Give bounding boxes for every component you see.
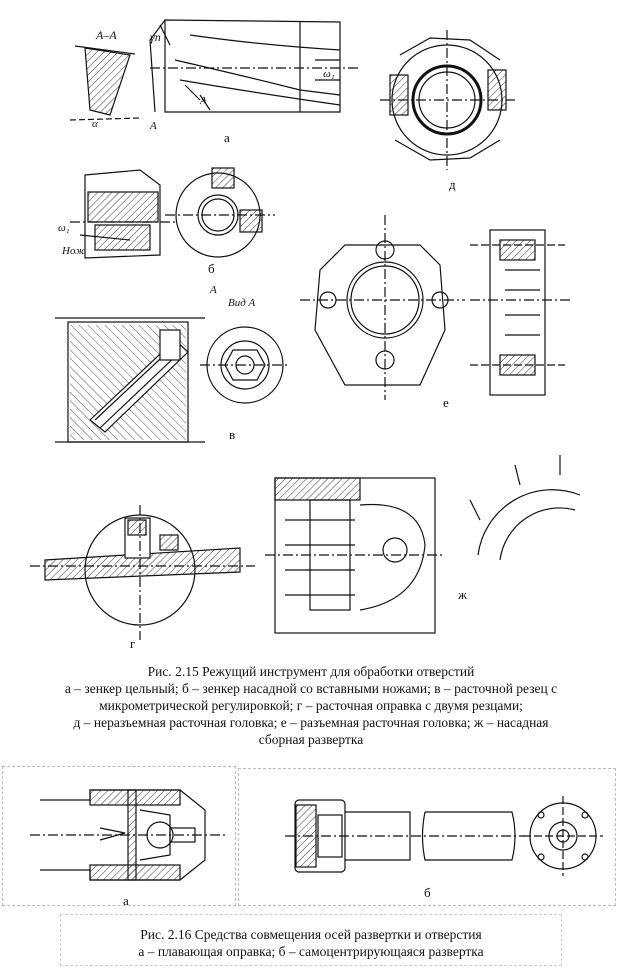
figure-2-15-drawing xyxy=(30,19,581,640)
figure-2-16b-frame xyxy=(238,768,616,906)
figure-2-15-caption-title: Рис. 2.15 Режущий инструмент для обработ… xyxy=(147,664,475,679)
panel-label-a: а xyxy=(224,130,230,145)
arrow-label-a1: А xyxy=(200,95,207,107)
figure-2-16-caption-frame xyxy=(60,914,562,966)
panel-e-split-head xyxy=(300,215,570,400)
panel-b-shell-countersink xyxy=(70,167,275,259)
knife-label: Нож xyxy=(62,245,86,257)
panel-g-boring-bar xyxy=(30,505,255,640)
section-label: A–A xyxy=(96,28,117,42)
panel-zh-reamer xyxy=(265,455,581,634)
panel-label-b: б xyxy=(208,261,215,276)
panel-label-v: в xyxy=(229,427,236,442)
figure-2-16-caption-title: Рис. 2.16 Средства совмещения осей разве… xyxy=(140,927,482,942)
panel-label-e: е xyxy=(443,395,449,410)
figure-2-15-caption-line4: сборная развертка xyxy=(258,732,364,747)
panel-a-countersink xyxy=(69,19,360,121)
panel-label-g: г xyxy=(130,636,136,651)
arrow-label-a2: А xyxy=(150,120,157,132)
gamma-label: γп xyxy=(150,30,161,44)
alpha-label: α xyxy=(92,118,98,130)
panel-2-16a-floating-holder xyxy=(30,789,225,881)
omega-label-a: ω₁ xyxy=(323,68,335,80)
panel-d-boring-head xyxy=(380,30,515,170)
figure-2-15-caption-line1: а – зенкер цельный; б – зенкер насадной … xyxy=(64,681,558,696)
view-label: Вид А xyxy=(228,297,256,309)
figure-2-16-caption-line1: а – плавающая оправка; б – самоцентрирую… xyxy=(138,944,484,959)
panel-2-16b-reamer xyxy=(285,796,603,876)
figure-2-15-caption-line3: д – неразъемная расточная головка; е – р… xyxy=(73,715,549,730)
panel-label-zh: ж xyxy=(458,587,467,602)
panel-v-boring-cutter xyxy=(55,317,290,443)
panel-label-2-16b: б xyxy=(424,885,431,900)
omega-label-b: ω₁ xyxy=(58,222,70,234)
figure-2-16a-frame xyxy=(2,766,236,906)
figure-2-15-caption-line2: микрометрической регулировкой; г – расто… xyxy=(99,698,523,713)
panel-label-d: д xyxy=(449,177,456,192)
arrow-label-v: А xyxy=(210,284,217,296)
panel-label-2-16a: а xyxy=(123,893,129,908)
